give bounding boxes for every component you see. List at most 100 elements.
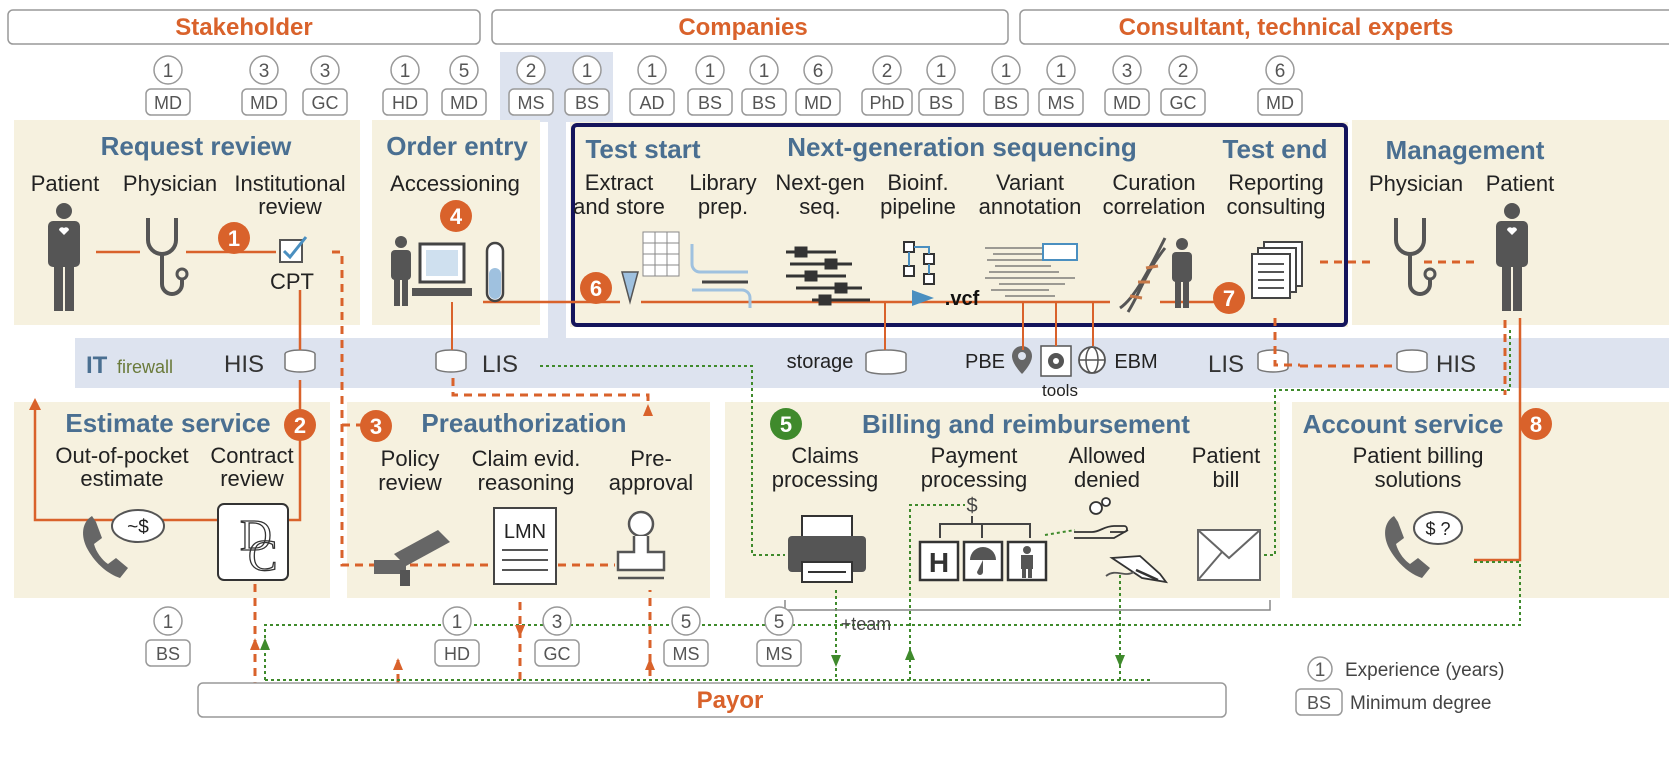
patient-icon [48, 203, 80, 311]
his-label-left: HIS [224, 351, 264, 378]
minimum-degree: HD [392, 93, 418, 113]
experience-circle [390, 55, 420, 85]
variant-annotation-icon [985, 243, 1078, 297]
estimate-sub-contract-2: review [220, 466, 284, 491]
experience-circle [153, 606, 183, 636]
minimum-degree: BS [575, 93, 599, 113]
step-marker-4: 4 [440, 200, 472, 232]
management-title: Management [1386, 135, 1545, 165]
ms-bs-column-connector [548, 120, 566, 340]
ngs-step-label: Extract [585, 170, 653, 195]
step-number: 2 [294, 413, 306, 438]
degree-box [756, 639, 802, 667]
experience-years: 1 [759, 61, 770, 82]
minimum-degree: BS [929, 93, 953, 113]
library-prep-icon [690, 244, 752, 308]
step-number: 6 [590, 276, 602, 301]
experience-years: 5 [459, 61, 470, 82]
database-icon-his-right [1396, 349, 1428, 373]
envelope-icon [1197, 529, 1261, 581]
firewall-label: firewall [117, 357, 173, 377]
top-badge: 1BS [918, 55, 964, 116]
request-review-sub-review: review [258, 194, 322, 219]
ngs-step-label: Bioinf. [887, 170, 948, 195]
experience-circle [803, 55, 833, 85]
minimum-degree: GC [544, 644, 571, 664]
experience-circle [153, 55, 183, 85]
experience-years: 5 [774, 612, 785, 633]
minimum-degree: HD [444, 644, 470, 664]
preauth-title: Preauthorization [421, 408, 626, 438]
cpt-label: CPT [270, 269, 314, 294]
billing-sub-allowed-1: Allowed [1068, 443, 1145, 468]
minimum-degree: AD [639, 93, 664, 113]
database-icon-lis-right [1257, 349, 1289, 373]
experience-years: 2 [882, 61, 893, 82]
test-tube-icon [485, 241, 505, 303]
bottom-badge: 3GC [534, 606, 580, 667]
experience-circle [1265, 55, 1295, 85]
it-label: IT [86, 352, 108, 379]
ngs-step-label: correlation [1103, 194, 1206, 219]
management-sub-patient: Patient [1486, 171, 1555, 196]
experience-years: 3 [1122, 61, 1133, 82]
next-gen-seq-icon [786, 246, 870, 306]
stethoscope-icon-management [1394, 218, 1437, 296]
experience-circle [310, 55, 340, 85]
step-marker-5: 5 [770, 408, 802, 440]
experience-circle [637, 55, 667, 85]
tools-label: tools [1042, 381, 1078, 400]
experience-circle [1168, 55, 1198, 85]
experience-circle [516, 55, 546, 85]
legend-degree-box [1295, 688, 1343, 716]
signing-hand-icon [1105, 555, 1169, 584]
experience-years: 1 [452, 612, 463, 633]
checkbox-icon [279, 236, 308, 263]
experience-years: 1 [1056, 61, 1067, 82]
vcf-label: .vcf [945, 288, 980, 310]
database-icon-his-left [284, 349, 316, 373]
top-badge: 2GC [1160, 55, 1206, 116]
bottom-badge: 1HD [434, 606, 480, 667]
experience-years: 1 [705, 61, 716, 82]
companies-header-box [491, 9, 1009, 45]
preauth-sub-pre-1: Pre- [630, 446, 672, 471]
printer-icon [788, 515, 866, 583]
top-badge: 6MD [1257, 55, 1303, 116]
payment-tree-icon: $ H [918, 495, 1048, 582]
experience-years: 3 [552, 612, 563, 633]
estimate-sub-oop-2: estimate [80, 466, 163, 491]
experience-circle [572, 55, 602, 85]
experience-circle [872, 55, 902, 85]
degree-box [663, 639, 709, 667]
ngs-step-label: and store [573, 194, 665, 219]
request-review-title: Request review [101, 131, 293, 161]
legend-experience-number: 1 [1315, 660, 1326, 681]
order-entry-sub: Accessioning [390, 171, 520, 196]
preauth-sub-policy-2: review [378, 470, 442, 495]
bioinf-pipeline-icon [903, 241, 935, 306]
experience-years: 2 [526, 61, 537, 82]
preauth-sub-pre-2: approval [609, 470, 693, 495]
dollar-label: $ [966, 495, 977, 517]
billing-sub-payment-1: Payment [931, 443, 1018, 468]
degree-box [434, 639, 480, 667]
top-badge: 1MS [1038, 55, 1084, 116]
top-badge: 1AD [629, 55, 675, 116]
ngs-step-label: consulting [1226, 194, 1325, 219]
ngs-title: Next-generation sequencing [787, 132, 1137, 162]
dna-helix-icon [1119, 237, 1167, 313]
minimum-degree: MD [154, 93, 182, 113]
pbe-label: PBE [965, 351, 1005, 373]
account-panel [1292, 402, 1669, 598]
degree-box [687, 88, 733, 116]
degree-box [508, 88, 554, 116]
experience-years: 6 [813, 61, 824, 82]
legend-degree-label: Minimum degree [1350, 693, 1492, 714]
degree-box [145, 639, 191, 667]
experience-circle [749, 55, 779, 85]
